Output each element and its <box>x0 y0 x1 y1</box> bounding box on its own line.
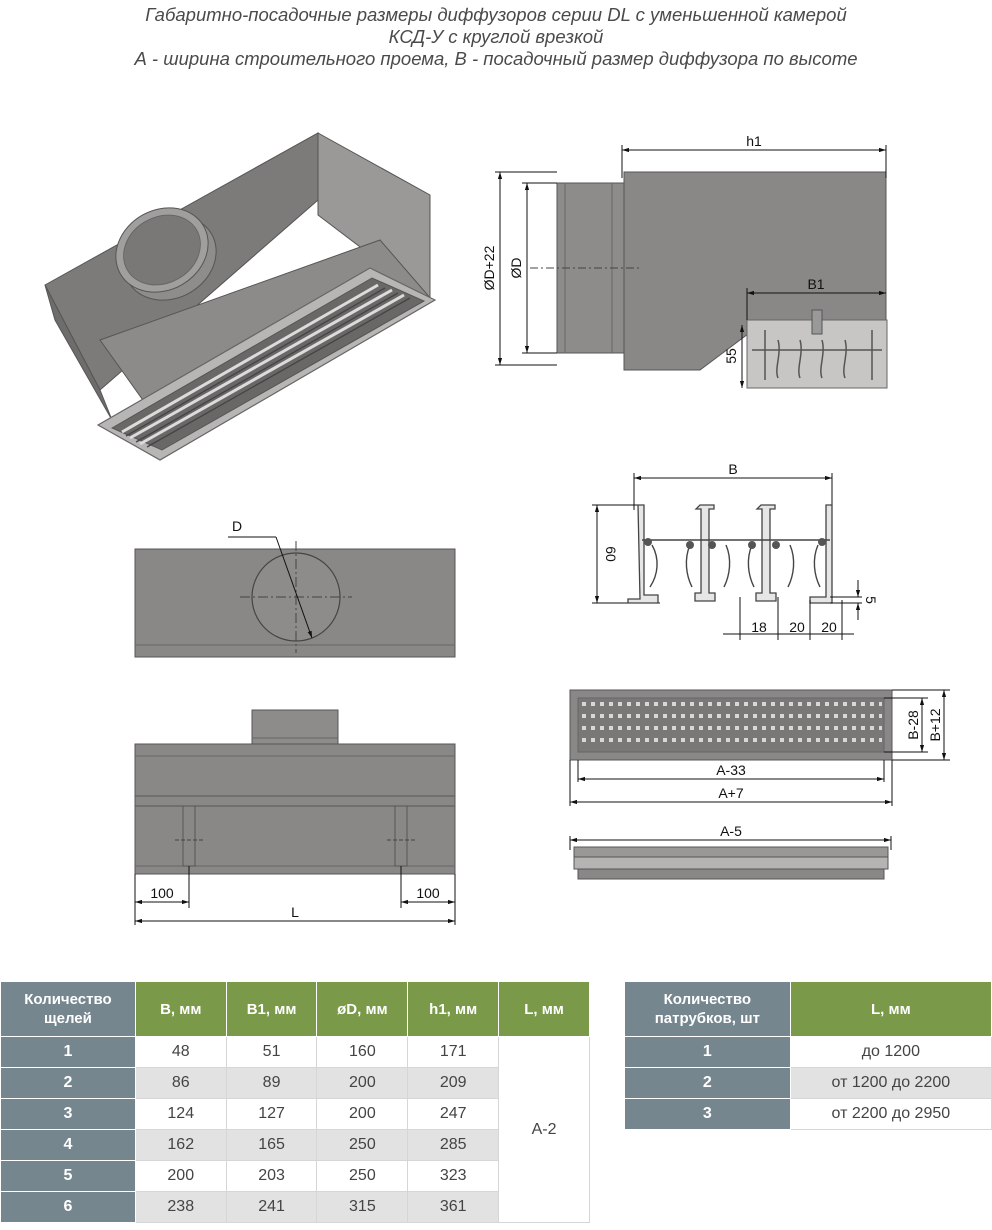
cell-h1: 323 <box>407 1160 500 1192</box>
row-slots: 2 <box>0 1067 136 1099</box>
side-view: h1 B1 ØD+22 ØD 55 <box>481 133 888 389</box>
dimensions-table: Количество щелей B, мм B1, мм øD, мм h1,… <box>0 981 590 1223</box>
cell-l-merged: А-2 <box>498 1036 590 1223</box>
dim-d: D <box>232 518 242 534</box>
dim-20-a: 20 <box>789 619 805 635</box>
cell-h1: 247 <box>407 1098 500 1130</box>
row-slots: 6 <box>0 1191 136 1223</box>
cell-od: 160 <box>316 1036 409 1068</box>
cell-od: 200 <box>316 1067 409 1099</box>
table-row: 1 до 1200 <box>624 1036 992 1068</box>
cell-b: 200 <box>134 1160 227 1192</box>
table-row: 3 от 2200 до 2950 <box>624 1098 992 1130</box>
cell-h1: 361 <box>407 1191 500 1223</box>
cell-od: 200 <box>316 1098 409 1130</box>
cell-b1: 165 <box>225 1129 318 1161</box>
cell-l-range: от 2200 до 2950 <box>789 1098 992 1130</box>
row-slots: 4 <box>0 1129 136 1161</box>
dim-l: L <box>291 904 299 920</box>
row-collars: 2 <box>624 1067 791 1099</box>
round-collar <box>115 207 217 301</box>
header-b: B, мм <box>134 981 227 1037</box>
grille-face-view: A-33 A+7 B-28 B+12 <box>569 689 950 806</box>
header-h1: h1, мм <box>407 981 500 1037</box>
dim-100-right: 100 <box>416 885 440 901</box>
row-slots: 5 <box>0 1160 136 1192</box>
cell-b: 48 <box>134 1036 227 1068</box>
top-view: D <box>134 518 456 658</box>
header-l: L, мм <box>498 981 590 1037</box>
title-line-2: КСД-У с круглой врезкой <box>388 26 604 47</box>
cell-b: 86 <box>134 1067 227 1099</box>
cell-h1: 209 <box>407 1067 500 1099</box>
table-row: 1 48 51 160 171 А-2 <box>0 1036 590 1223</box>
dim-a5: A-5 <box>720 823 742 839</box>
cell-b: 162 <box>134 1129 227 1161</box>
cell-b1: 89 <box>225 1067 318 1099</box>
dim-60: 60 <box>603 546 619 562</box>
dim-5: 5 <box>863 596 879 604</box>
table-row: 5 200 203 250 323 <box>0 1160 590 1192</box>
dim-h1: h1 <box>746 133 762 149</box>
header-collars-count: Количество патрубков, шт <box>624 981 791 1037</box>
header-b1: B1, мм <box>225 981 318 1037</box>
cell-l-range: от 1200 до 2200 <box>789 1067 992 1099</box>
table-row: 2 86 89 200 209 <box>0 1067 590 1099</box>
frame-side-view: A-5 <box>569 823 892 880</box>
table-row: 3 124 127 200 247 <box>0 1098 590 1130</box>
cell-b1: 203 <box>225 1160 318 1192</box>
dim-b: B <box>728 461 737 477</box>
title-line-3: А - ширина строительного проема, В - пос… <box>134 48 858 69</box>
table-row: 6 238 241 315 361 <box>0 1191 590 1223</box>
dim-od22: ØD+22 <box>481 245 497 290</box>
header-slots-count: Количество щелей <box>0 981 136 1037</box>
cell-b1: 241 <box>225 1191 318 1223</box>
cell-b1: 51 <box>225 1036 318 1068</box>
collars-table: Количество патрубков, шт L, мм 1 до 1200… <box>624 981 992 1130</box>
cell-l-range: до 1200 <box>789 1036 992 1068</box>
profile-section: B 60 18 20 20 <box>592 461 879 640</box>
dim-20-b: 20 <box>821 619 837 635</box>
dim-a7: A+7 <box>718 785 744 801</box>
cell-b: 124 <box>134 1098 227 1130</box>
dim-b1: B1 <box>807 276 824 292</box>
table-row: 2 от 1200 до 2200 <box>624 1067 992 1099</box>
title-block: Габаритно-посадочные размеры диффузоров … <box>0 4 992 70</box>
title-line-1: Габаритно-посадочные размеры диффузоров … <box>145 4 847 25</box>
cell-h1: 171 <box>407 1036 500 1068</box>
dim-b12: B+12 <box>927 708 943 741</box>
dim-b28: B-28 <box>905 710 921 740</box>
row-slots: 3 <box>0 1098 136 1130</box>
cell-od: 250 <box>316 1160 409 1192</box>
cell-b1: 127 <box>225 1098 318 1130</box>
row-collars: 1 <box>624 1036 791 1068</box>
cell-od: 315 <box>316 1191 409 1223</box>
header-l-range: L, мм <box>789 981 992 1037</box>
table-row: 4 162 165 250 285 <box>0 1129 590 1161</box>
cell-b: 238 <box>134 1191 227 1223</box>
dim-a33: A-33 <box>716 762 746 778</box>
dim-18: 18 <box>751 619 767 635</box>
cell-od: 250 <box>316 1129 409 1161</box>
technical-drawings: h1 B1 ØD+22 ØD 55 B 60 <box>44 132 950 925</box>
row-collars: 3 <box>624 1098 791 1130</box>
front-view: 100 100 L <box>134 709 456 925</box>
dim-55: 55 <box>723 348 739 364</box>
cell-h1: 285 <box>407 1129 500 1161</box>
row-slots: 1 <box>0 1036 136 1068</box>
header-od: øD, мм <box>316 981 409 1037</box>
dim-100-left: 100 <box>150 885 174 901</box>
dim-od: ØD <box>508 258 524 279</box>
isometric-view <box>44 132 437 461</box>
